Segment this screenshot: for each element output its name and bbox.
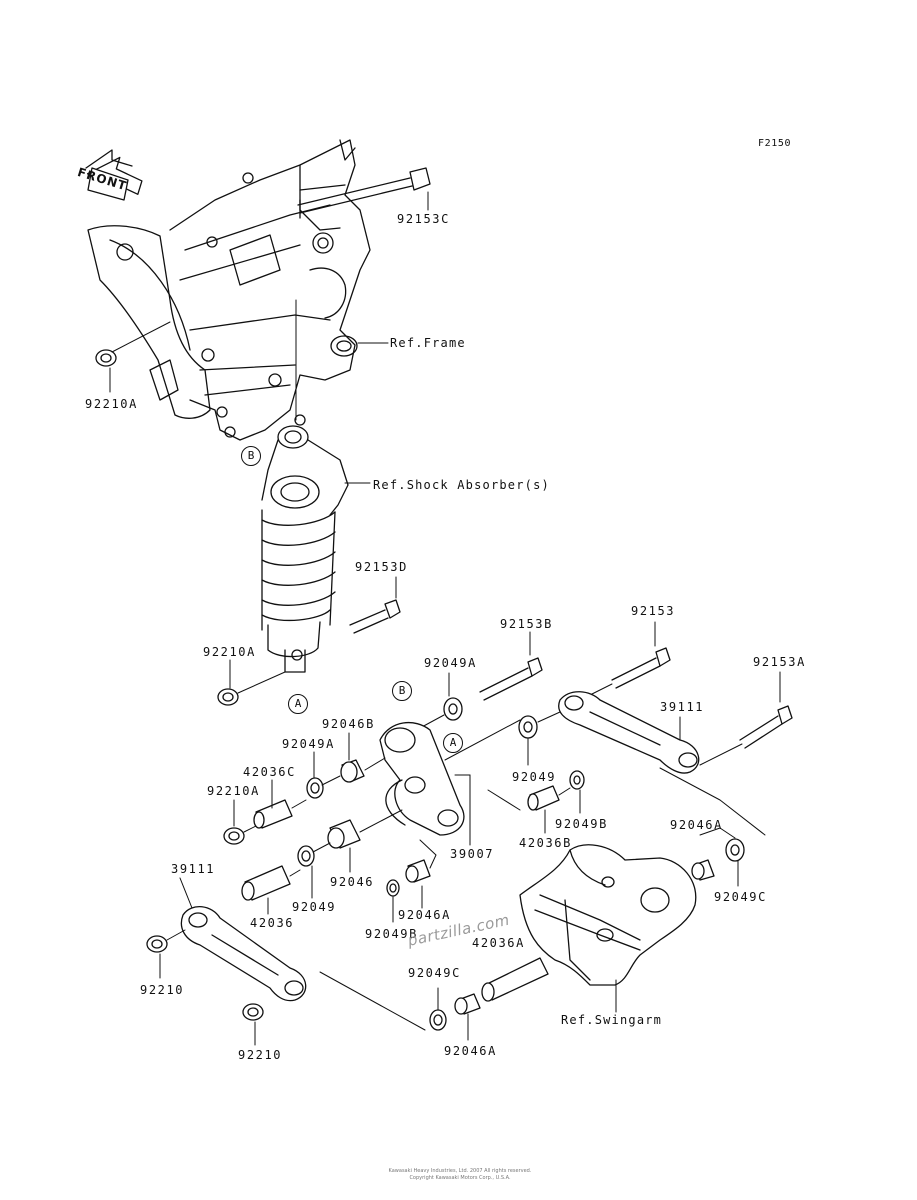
ref-frame-label: Ref.Frame: [390, 336, 466, 350]
part-label-42036c: 42036C: [243, 765, 296, 779]
part-label-92153c: 92153C: [397, 212, 450, 226]
swingarm-drawing: [519, 844, 697, 1013]
part-label-92046a-low: 92046A: [444, 1044, 497, 1058]
part-label-92153b: 92153B: [500, 617, 553, 631]
washer-92049b-right-drawing: [569, 770, 585, 814]
washer-92049c-right-drawing: [725, 838, 745, 887]
marker-a-mid: A: [443, 733, 463, 753]
bolt-92153-drawing: [579, 621, 671, 701]
part-label-92210a-top: 92210A: [85, 397, 138, 411]
part-label-92153: 92153: [631, 604, 676, 618]
washer-92049-left-drawing: [297, 842, 331, 899]
nut-92210a-top-drawing: [95, 321, 171, 393]
bracket-line-right-2: [699, 827, 736, 839]
part-label-92210a-mid: 92210A: [203, 645, 256, 659]
part-label-39111-left: 39111: [171, 862, 216, 876]
part-label-92153d: 92153D: [355, 560, 408, 574]
washer-92049c-low-drawing: [429, 987, 447, 1031]
collar-42036a-drawing: [481, 957, 549, 1002]
shock-absorber-drawing: [261, 425, 371, 673]
front-arrow-icon: [85, 149, 143, 201]
part-label-42036a: 42036A: [472, 936, 525, 950]
part-label-92046b: 92046B: [322, 717, 375, 731]
part-label-92049c-low: 92049C: [408, 966, 461, 980]
part-label-92049b-mid: 92049B: [365, 927, 418, 941]
collar-92046a-low-drawing: [454, 993, 481, 1041]
part-label-92210-low: 92210: [238, 1048, 283, 1062]
nut-92210-left-drawing: [146, 929, 186, 979]
collar-92046a-mid-drawing: [405, 839, 437, 909]
part-label-92049b-right: 92049B: [555, 817, 608, 831]
washer-92049-right-drawing: [518, 711, 561, 766]
bolt-92153a-drawing: [699, 671, 793, 766]
collar-92046-drawing: [327, 809, 403, 873]
diagram-code: F2150: [758, 138, 792, 149]
link-39007-drawing: [379, 719, 521, 846]
part-label-92210a-low: 92210A: [207, 784, 260, 798]
ref-swingarm-label: Ref.Swingarm: [561, 1013, 663, 1027]
part-label-92049-left: 92049: [292, 900, 337, 914]
part-label-39111-right: 39111: [660, 700, 705, 714]
nut-92210a-mid-drawing: [217, 659, 286, 706]
marker-a-top: A: [288, 694, 308, 714]
collar-42036b-drawing: [527, 785, 571, 834]
bolt-92153c-drawing: [295, 167, 431, 421]
part-label-92049c-right: 92049C: [714, 890, 767, 904]
bolt-92153b-drawing: [479, 631, 543, 701]
part-label-92049a-top: 92049A: [424, 656, 477, 670]
washer-92049b-mid-drawing: [386, 879, 400, 923]
bolt-92153d-drawing: [349, 576, 401, 634]
footer-copyright-2: Copyright Kawasaki Motors Corp., U.S.A.: [409, 1175, 511, 1181]
collar-42036-drawing: [241, 865, 301, 915]
part-label-92046a-right: 92046A: [670, 818, 723, 832]
part-label-42036: 42036: [250, 916, 295, 930]
marker-b-top: B: [241, 446, 261, 466]
tie-rod-39111-left-drawing: [179, 877, 426, 1031]
part-label-92049a-mid: 92049A: [282, 737, 335, 751]
part-label-42036b: 42036B: [519, 836, 572, 850]
nut-92210a-low-drawing: [223, 799, 257, 845]
part-label-92046a-mid: 92046A: [398, 908, 451, 922]
tie-rod-39111-right-drawing: [558, 691, 700, 774]
footer-copyright-1: Kawasaki Heavy Industries, Ltd. 2007 All…: [388, 1168, 532, 1174]
part-label-39007: 39007: [450, 847, 495, 861]
washer-92049a-mid-drawing: [306, 751, 341, 799]
ref-shock-label: Ref.Shock Absorber(s): [373, 478, 550, 492]
washer-92049a-top-drawing: [419, 672, 463, 729]
bracket-line-right: [659, 767, 766, 836]
frame-drawing: [87, 139, 371, 441]
marker-b-mid: B: [392, 681, 412, 701]
nut-92210-low-drawing: [242, 1003, 264, 1046]
collar-92046b-drawing: [340, 732, 386, 783]
part-label-92049-right: 92049: [512, 770, 557, 784]
part-label-92153a: 92153A: [753, 655, 806, 669]
part-label-92210-left: 92210: [140, 983, 185, 997]
collar-42036c-drawing: [253, 779, 307, 829]
collar-92046a-right-drawing: [691, 859, 715, 881]
part-label-92046: 92046: [330, 875, 375, 889]
